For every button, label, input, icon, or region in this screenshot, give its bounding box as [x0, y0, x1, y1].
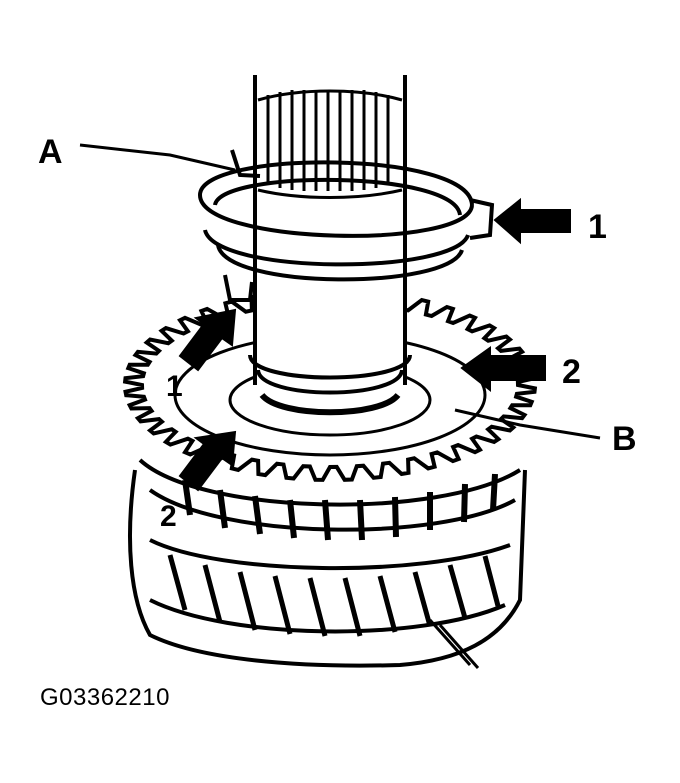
label-a: A	[38, 133, 63, 171]
middle-gear	[138, 458, 522, 541]
arrow-1-right	[493, 197, 571, 245]
arrows	[178, 197, 571, 492]
main-shaft	[248, 75, 412, 416]
leader-lines	[79, 143, 601, 440]
figure-code: G03362210	[40, 684, 170, 711]
arrow-1-left	[178, 308, 237, 372]
label-arrow-2-left: 2	[160, 500, 177, 533]
arrow-2-right	[460, 346, 546, 393]
label-b: B	[612, 420, 637, 458]
leader-b	[454, 408, 601, 440]
lower-gear	[128, 469, 527, 669]
arrow-2-left	[178, 430, 237, 492]
label-arrow-2-right: 2	[562, 353, 581, 391]
label-arrow-1-right: 1	[588, 208, 607, 246]
shaft-splines	[257, 89, 403, 199]
label-arrow-1-left: 1	[166, 370, 183, 403]
leader-a	[79, 143, 236, 172]
snap-ring-a	[198, 149, 495, 302]
